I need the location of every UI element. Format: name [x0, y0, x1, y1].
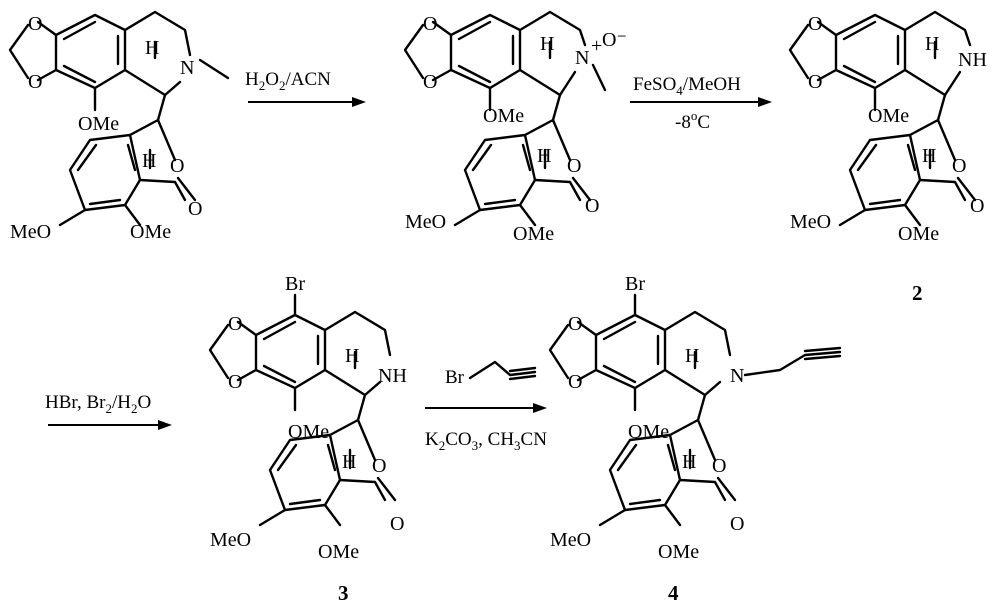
atom-o: O	[808, 71, 822, 93]
molecule-n-oxide: O O H N + O⁻ OMe H O O MeO OMe	[403, 10, 627, 245]
atom-meo: MeO	[405, 211, 446, 233]
atom-labels-1: O O H N OMe H O O MeO OMe	[10, 13, 202, 243]
atom-h: H	[142, 150, 156, 172]
atom-ome: OMe	[513, 223, 554, 245]
atom-h: H	[685, 345, 699, 367]
atom-h: H	[345, 345, 359, 367]
atom-o: O	[730, 513, 744, 535]
atom-o: O	[28, 71, 42, 93]
atom-meo: MeO	[550, 529, 591, 551]
atom-meo: MeO	[210, 529, 251, 551]
atom-o: O	[170, 155, 184, 177]
atom-ome: OMe	[288, 421, 329, 443]
atom-o: O	[188, 198, 202, 220]
atom-labels-4: Br O O H NH OMe H O O MeO OMe	[210, 273, 407, 563]
atom-h: H	[145, 37, 159, 59]
atom-nh: NH	[958, 49, 987, 71]
molecule-compound-2: O O H NH OMe H O O MeO OMe	[788, 10, 987, 245]
reagent-1: H2O2/ACN	[245, 69, 331, 93]
atom-h: H	[682, 451, 696, 473]
atom-o: O	[567, 155, 581, 177]
atom-h: H	[537, 145, 551, 167]
atom-o: O	[423, 71, 437, 93]
reagent-3: HBr, Br2/H2O	[45, 392, 151, 416]
atom-n: N	[575, 47, 589, 69]
atom-n: N	[730, 365, 744, 387]
atom-labels-3: O O H NH OMe H O O MeO OMe	[790, 13, 987, 245]
atom-o: O	[390, 513, 404, 535]
atom-ome: OMe	[658, 541, 699, 563]
atom-o: O	[952, 155, 966, 177]
atom-o: O	[585, 195, 599, 217]
atom-o: O	[372, 455, 386, 477]
atom-ome: OMe	[78, 113, 119, 135]
arrow-step-1: H2O2/ACN	[245, 69, 366, 107]
atom-meo: MeO	[10, 221, 51, 243]
atom-plus: +	[591, 35, 602, 57]
compound-label-3: 3	[338, 581, 349, 605]
atom-labels-2: O O H N + O⁻ OMe H O O MeO OMe	[405, 13, 627, 245]
atom-br: Br	[285, 273, 305, 295]
molecule-compound-3: Br O O H NH OMe H O O MeO OMe	[208, 273, 407, 563]
atom-o: O	[228, 371, 242, 393]
atom-labels-5: Br O O H N OMe H O O MeO OMe	[550, 273, 744, 563]
reagent-2-top: FeSO4/MeOH	[633, 74, 741, 98]
arrow-step-4: Br K2CO3, CH3CN	[425, 360, 547, 453]
reagent-4-bottom: K2CO3, CH3CN	[425, 429, 547, 453]
atom-h: H	[922, 145, 936, 167]
atom-br: Br	[625, 273, 645, 295]
compound-label-4: 4	[668, 581, 679, 605]
atom-ome: OMe	[868, 105, 909, 127]
atom-ome: OMe	[898, 223, 939, 245]
atom-ome: OMe	[318, 541, 359, 563]
atom-n: N	[180, 57, 194, 79]
atom-nh: NH	[378, 365, 407, 387]
atom-o: O	[568, 313, 582, 335]
atom-o: O	[228, 313, 242, 335]
reagent-2-bottom: -8oC	[675, 108, 710, 133]
atom-o: O	[712, 455, 726, 477]
compound-label-2: 2	[912, 281, 923, 305]
atom-ome: OMe	[628, 421, 669, 443]
atom-o: O	[808, 13, 822, 35]
atom-o-minus: O⁻	[602, 29, 627, 51]
atom-h: H	[540, 33, 554, 55]
atom-o: O	[970, 195, 984, 217]
atom-o: O	[568, 371, 582, 393]
reagent-4-br: Br	[445, 367, 465, 388]
atom-h: H	[925, 33, 939, 55]
atom-meo: MeO	[790, 211, 831, 233]
arrow-step-2: FeSO4/MeOH -8oC	[630, 74, 772, 133]
molecule-compound-4: Br O O H N OMe H O O MeO OMe	[548, 273, 842, 563]
atom-ome: OMe	[483, 105, 524, 127]
molecule-noscapine: O O H N OMe H O O MeO OMe	[8, 10, 230, 243]
atom-ome: OMe	[130, 221, 171, 243]
atom-o: O	[423, 13, 437, 35]
atom-h: H	[342, 451, 356, 473]
atom-o: O	[28, 13, 42, 35]
arrow-step-3: HBr, Br2/H2O	[45, 392, 172, 430]
